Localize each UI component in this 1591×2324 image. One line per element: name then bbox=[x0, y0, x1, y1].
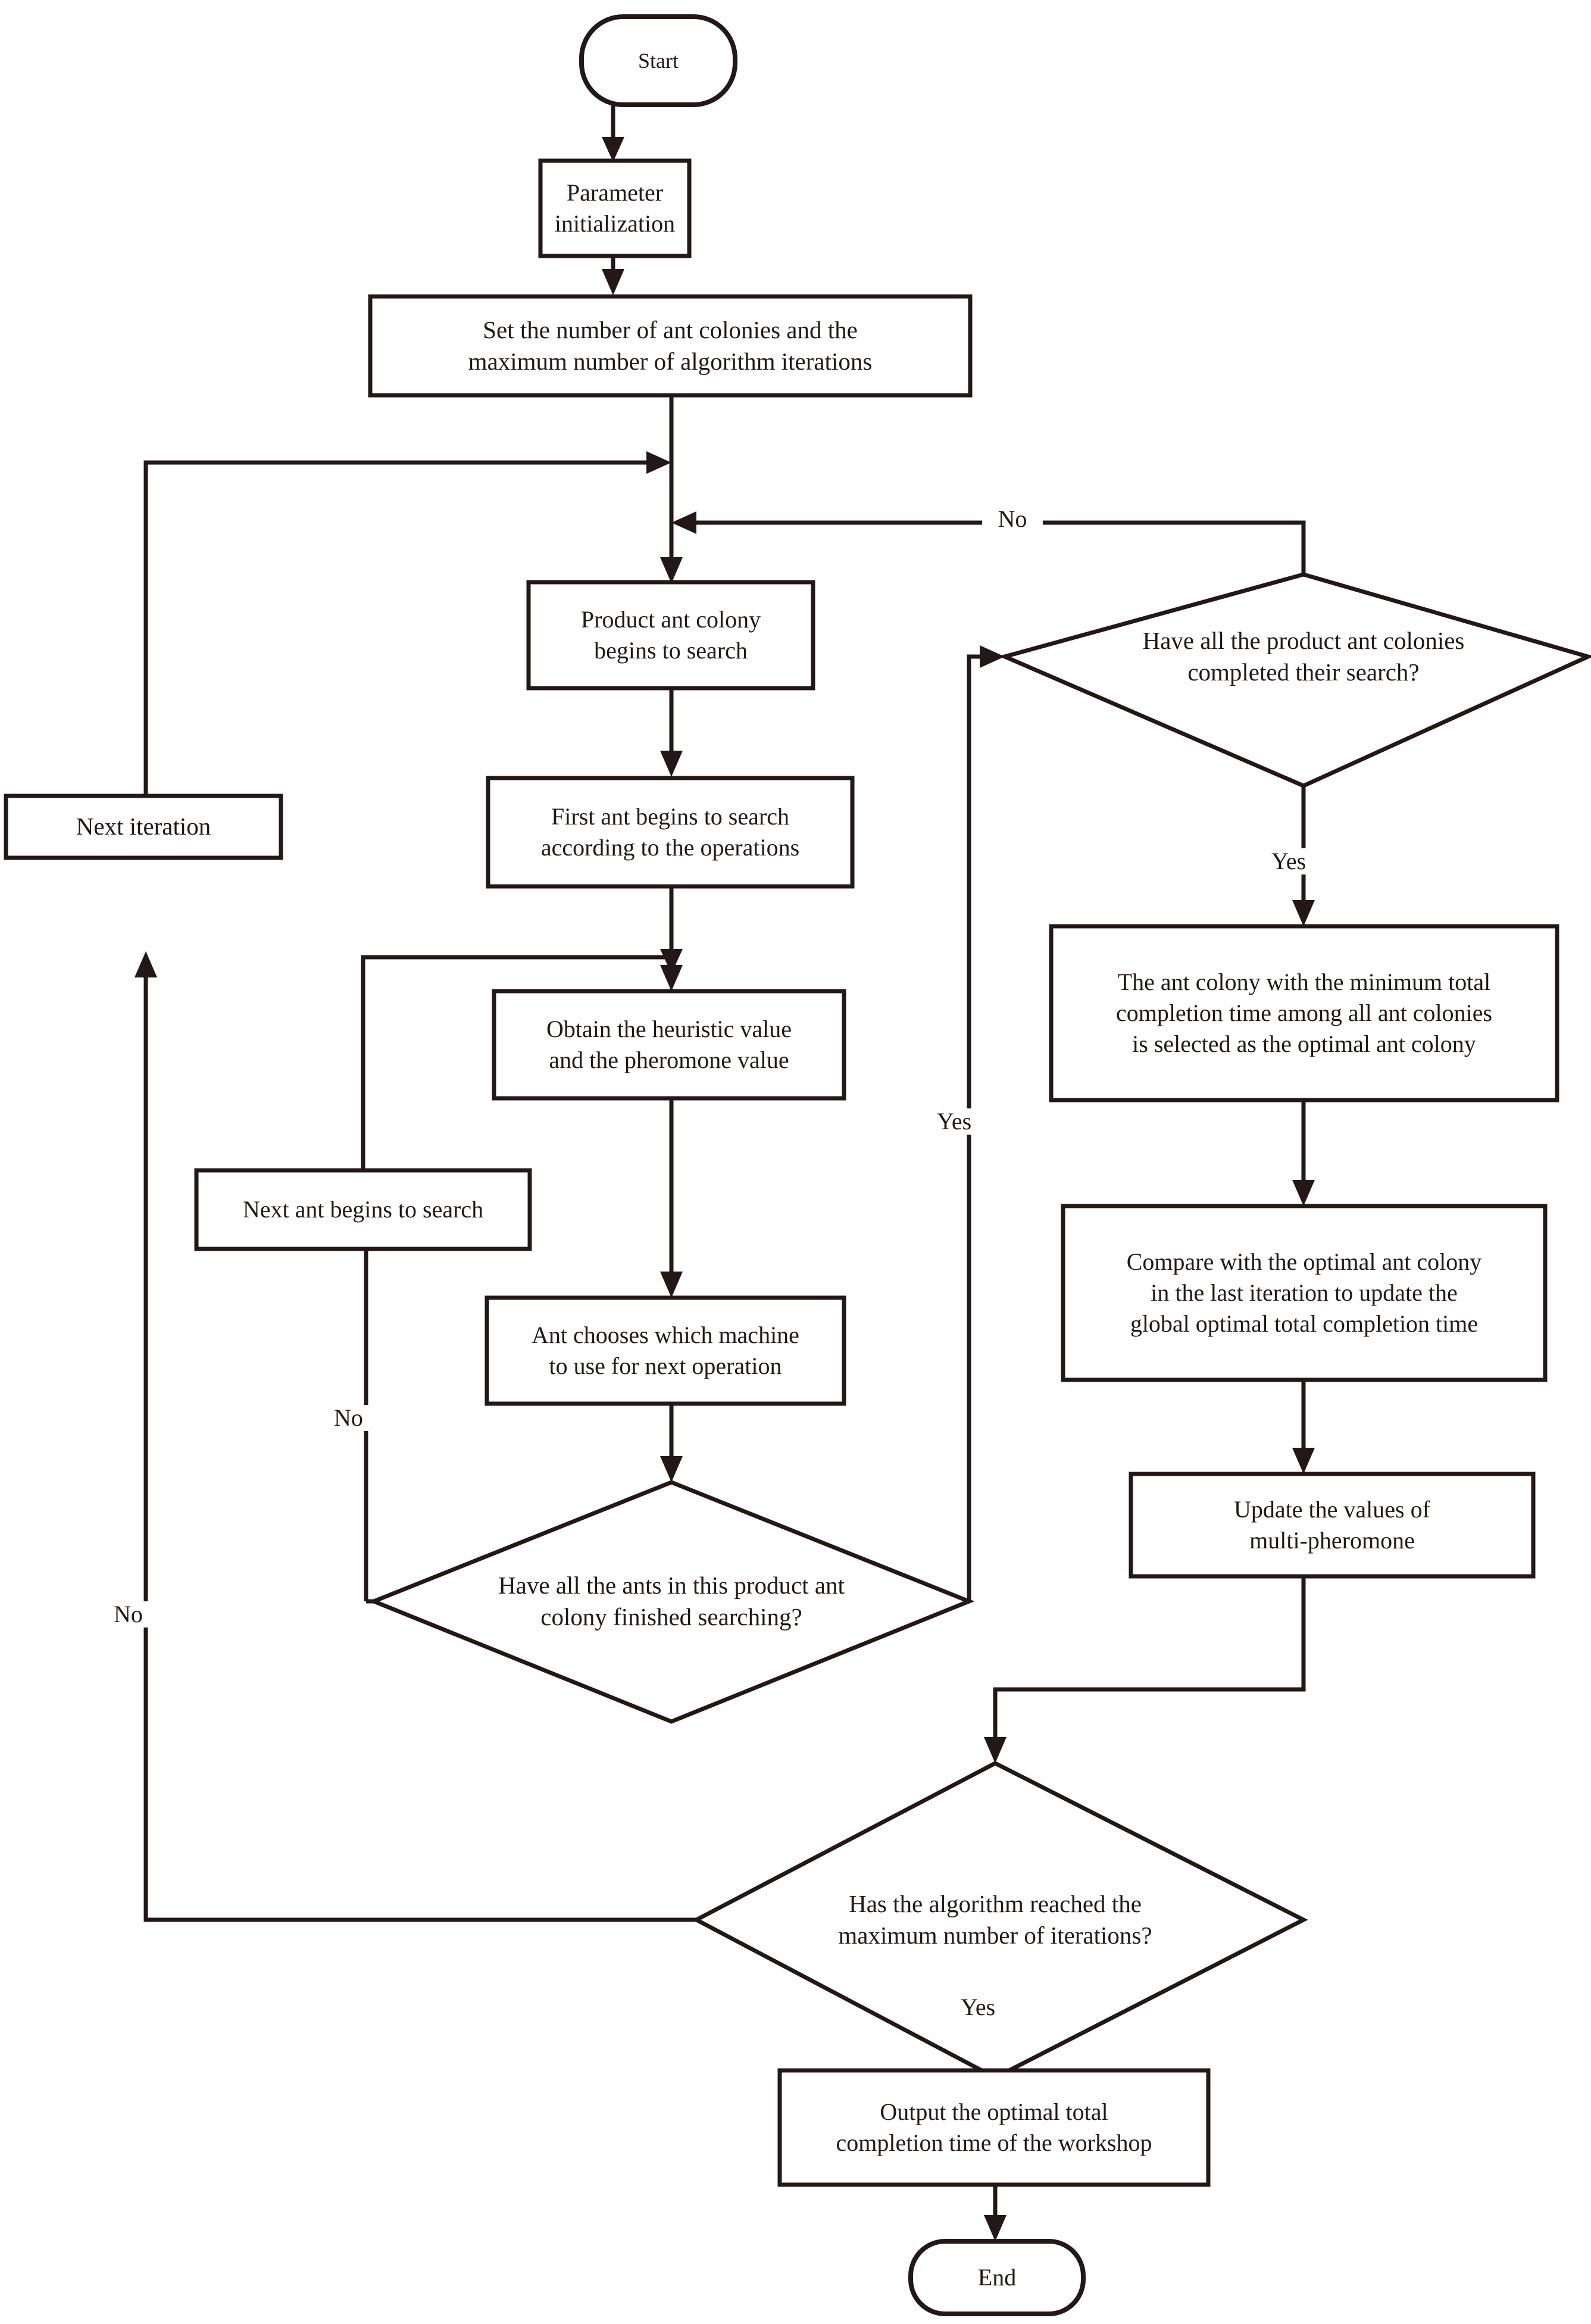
node-product-search-shape bbox=[526, 580, 815, 691]
edge-colonies-no-feedback bbox=[671, 511, 1306, 574]
node-output-result-shape bbox=[777, 2068, 1211, 2187]
edge-label-iterations-yes: Yes bbox=[957, 1994, 1030, 2020]
node-next-iteration-shape bbox=[4, 794, 283, 860]
node-colonies-completed-shape bbox=[998, 572, 1591, 788]
node-compare-optimal-shape bbox=[1061, 1204, 1548, 1382]
edge-label-ants-no: No bbox=[330, 1405, 403, 1431]
node-ant-chooses-shape bbox=[485, 1295, 846, 1406]
edge-product-search-to-first-ant bbox=[660, 688, 683, 777]
node-max-iterations-shape bbox=[692, 1761, 1308, 2080]
edge-next-iteration-feedback bbox=[143, 451, 671, 856]
edge-obtain-heuristic-to-ant-chooses bbox=[660, 1097, 683, 1298]
node-next-ant-shape bbox=[194, 1168, 532, 1251]
edge-set-colonies-to-product-search bbox=[660, 395, 683, 583]
node-min-colony-shape bbox=[1049, 924, 1559, 1102]
edge-update-pheromone-to-max-iterations bbox=[984, 1575, 1306, 1763]
node-first-ant-shape bbox=[486, 776, 855, 889]
node-update-pheromone-shape bbox=[1129, 1472, 1536, 1579]
node-obtain-heuristic-shape bbox=[492, 989, 846, 1101]
edge-next-ant-to-obtain-heuristic bbox=[361, 949, 683, 1172]
edge-ant-chooses-to-ants-finished bbox=[660, 1402, 683, 1482]
node-start-shape bbox=[579, 14, 737, 107]
edge-label-colonies-no: No bbox=[982, 506, 1043, 532]
edge-output-result-to-end bbox=[984, 2184, 1007, 2241]
edge-ants-finished-yes bbox=[967, 645, 1005, 1601]
node-param-init-shape bbox=[538, 158, 692, 258]
edge-first-ant-to-obtain-heuristic bbox=[660, 885, 683, 991]
edge-min-colony-to-compare-optimal bbox=[1292, 1098, 1315, 1206]
edge-param-init-to-set-colonies bbox=[602, 255, 624, 295]
node-set-colonies-shape bbox=[368, 294, 973, 398]
edge-colonies-yes-to-min-colony bbox=[1292, 785, 1315, 926]
node-end-shape bbox=[908, 2239, 1086, 2316]
edge-start-to-param-init bbox=[602, 104, 624, 162]
node-ants-finished-shape bbox=[368, 1480, 975, 1724]
edge-compare-optimal-to-update-pheromone bbox=[1292, 1378, 1315, 1474]
edge-label-colonies-yes: Yes bbox=[1268, 848, 1340, 874]
edge-max-iterations-no bbox=[135, 951, 696, 1922]
edge-label-ants-yes: Yes bbox=[933, 1108, 1006, 1135]
edge-label-iterations-no: No bbox=[110, 1601, 183, 1628]
